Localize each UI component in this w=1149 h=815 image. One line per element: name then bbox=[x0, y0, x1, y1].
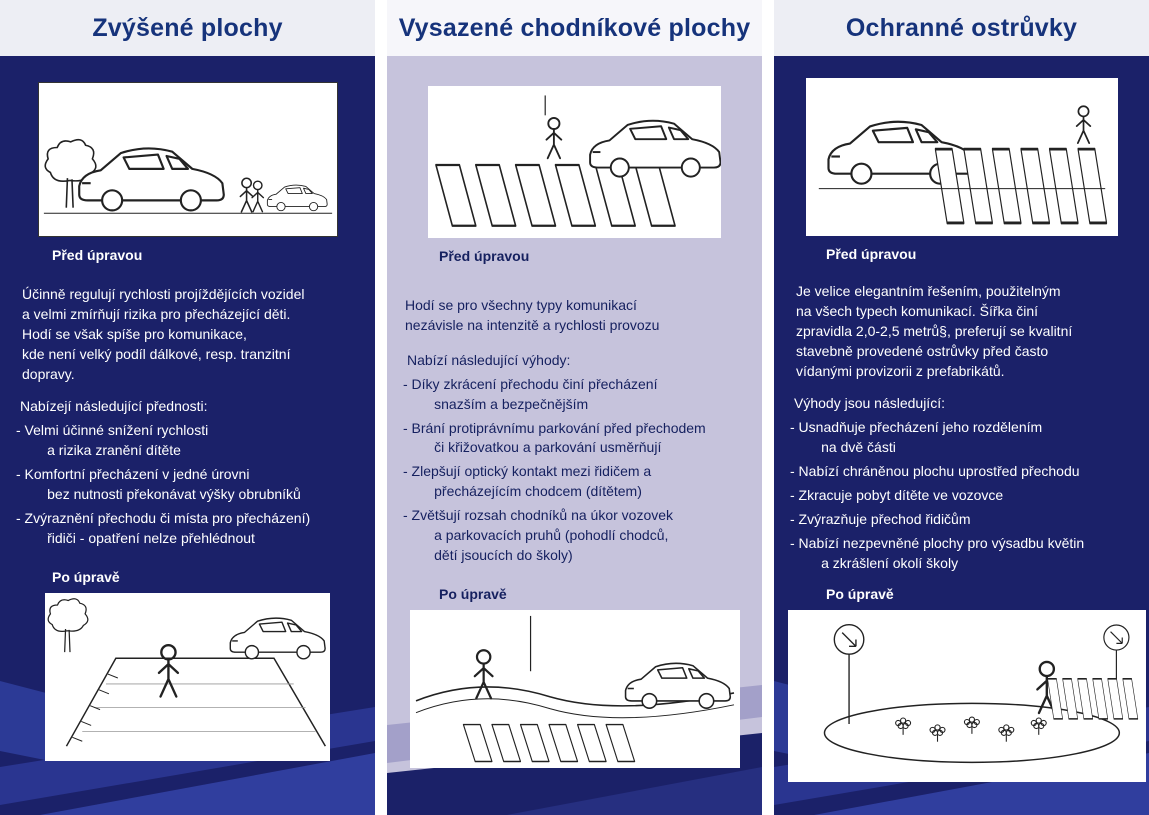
benefit-item: - Zvýrazňuje přechod řidičům bbox=[790, 510, 971, 527]
before-illustration bbox=[37, 82, 338, 237]
before-illustration bbox=[428, 86, 721, 238]
after-illustration bbox=[45, 592, 330, 761]
column-vysazene-chodnikove-plochy: Vysazené chodníkové plochy Před úpravou … bbox=[387, 0, 762, 815]
benefit-item: - Velmi účinné snížení rychlosti a rizik… bbox=[16, 422, 209, 459]
benefit-item: - Nabízí nezpevněné plochy pro výsadbu k… bbox=[790, 534, 1085, 571]
after-caption: Po úpravě bbox=[52, 568, 120, 585]
benefits-heading: Výhody jsou následující: bbox=[794, 395, 945, 412]
intro-text: Účinně regulují rychlosti projíždějících… bbox=[22, 286, 305, 382]
page-title: Ochranné ostrůvky bbox=[845, 13, 1078, 42]
benefit-item: - Usnadňuje přecházení jeho rozdělením n… bbox=[790, 419, 1043, 456]
crossing-before-sketch-icon bbox=[434, 95, 721, 227]
column-body: Před úpravou Je velice elegantním řešení… bbox=[774, 78, 1149, 815]
before-illustration bbox=[805, 78, 1118, 236]
intro-text: Je velice elegantním řešením, použitelný… bbox=[796, 283, 1073, 379]
after-illustration bbox=[409, 609, 740, 768]
column-header: Vysazené chodníkové plochy bbox=[387, 0, 762, 56]
benefit-item: - Brání protiprávnímu parkování před pře… bbox=[403, 419, 706, 456]
benefit-item: - Zkracuje pobyt dítěte ve vozovce bbox=[790, 487, 1004, 503]
benefit-item: - Díky zkrácení přechodu činí přecházení… bbox=[403, 375, 658, 412]
benefit-item: - Zvýraznění přechodu či místa pro přech… bbox=[16, 509, 311, 546]
column-header: Zvýšené plochy bbox=[0, 0, 375, 56]
after-caption: Po úpravě bbox=[826, 585, 894, 602]
benefit-item: - Zvětšují rozsah chodníků na úkor vozov… bbox=[403, 507, 674, 563]
page-title: Vysazené chodníkové plochy bbox=[398, 13, 751, 42]
after-caption: Po úpravě bbox=[439, 585, 507, 602]
curb-extension-sketch-icon bbox=[415, 615, 734, 762]
before-caption: Před úpravou bbox=[52, 247, 143, 263]
after-illustration bbox=[788, 609, 1146, 782]
benefits-heading: Nabízí následující výhody: bbox=[407, 351, 571, 368]
benefit-item: - Zlepšují optický kontakt mezi řidičem … bbox=[403, 463, 652, 500]
intro-text: Hodí se pro všechny typy komunikací nezá… bbox=[405, 297, 660, 333]
refuge-island-sketch-icon bbox=[823, 623, 1139, 763]
street-before-sketch-icon bbox=[43, 138, 332, 214]
page-title: Zvýšené plochy bbox=[92, 13, 283, 42]
column-zvysene-plochy: Zvýšené plochy Před úpravou Účinně regul… bbox=[0, 0, 375, 815]
raised-crossing-sketch-icon bbox=[47, 597, 326, 747]
column-body: Před úpravou Hodí se pro všechny typy ko… bbox=[387, 86, 762, 815]
before-caption: Před úpravou bbox=[439, 248, 530, 264]
column-header: Ochranné ostrůvky bbox=[774, 0, 1149, 56]
benefit-item: - Komfortní přecházení v jedné úrovni be… bbox=[16, 466, 301, 502]
crossing-before-sketch-icon bbox=[818, 105, 1108, 225]
benefits-heading: Nabízejí následující přednosti: bbox=[20, 398, 208, 415]
column-ochranne-ostruvky: Ochranné ostrůvky Před úpravou Je velice… bbox=[774, 0, 1149, 815]
column-body: Před úpravou Účinně regulují rychlosti p… bbox=[0, 82, 375, 815]
benefit-item: - Nabízí chráněnou plochu uprostřed přec… bbox=[790, 463, 1080, 480]
before-caption: Před úpravou bbox=[826, 246, 917, 262]
